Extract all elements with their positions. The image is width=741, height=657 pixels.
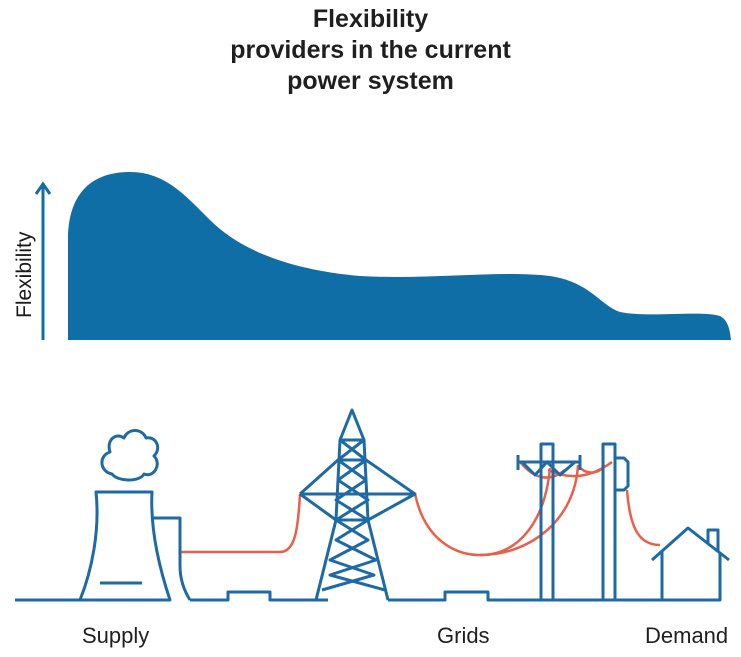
power-line <box>181 460 661 557</box>
flexibility-area <box>68 172 731 340</box>
category-grids: Grids <box>437 623 490 648</box>
transmission-tower-icon <box>298 408 417 601</box>
title-line-1: Flexibility <box>312 5 429 33</box>
utility-pole-icon <box>516 442 582 602</box>
y-axis-label: Flexibility <box>13 231 36 318</box>
ground-line <box>15 590 662 602</box>
infrastructure <box>15 408 730 602</box>
y-axis-arrow <box>34 181 52 340</box>
title-line-3: power system <box>287 67 454 95</box>
title-line-2: providers in the current <box>230 36 511 64</box>
diagram-title: Flexibility providers in the current pow… <box>0 4 741 97</box>
utility-pole-icon-2 <box>601 442 630 602</box>
house-icon <box>651 526 730 602</box>
category-demand: Demand <box>645 623 729 648</box>
cooling-tower-icon <box>78 490 192 602</box>
steam-cloud-icon <box>100 429 160 482</box>
category-supply: Supply <box>82 623 150 648</box>
